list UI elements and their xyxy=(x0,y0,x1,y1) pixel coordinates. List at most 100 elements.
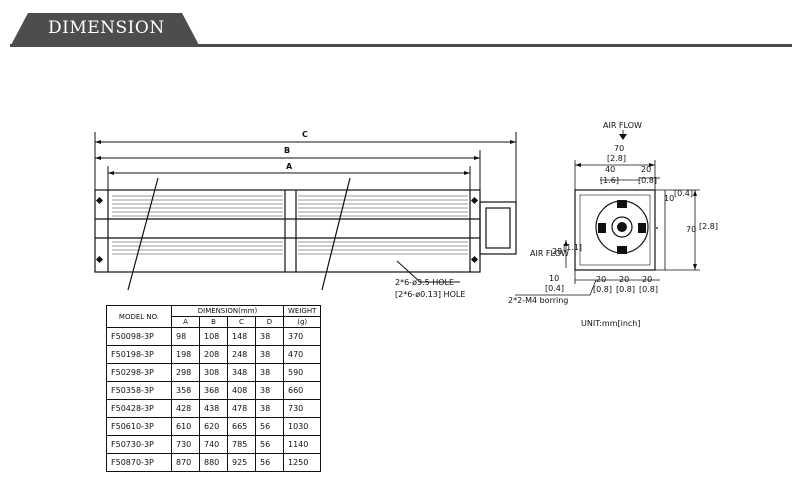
dim-a-label: A xyxy=(286,162,293,171)
cell-d: 38 xyxy=(255,381,284,400)
left-28-mm: 28 xyxy=(552,247,563,256)
height-in: [2.8] xyxy=(699,222,718,231)
header-rule xyxy=(10,44,792,47)
cell-b: 438 xyxy=(199,399,228,418)
bottom-10-mm: 10 xyxy=(549,274,560,283)
cell-c: 348 xyxy=(227,363,256,382)
cell-b: 740 xyxy=(199,435,228,454)
left-28-in: [1.1] xyxy=(563,243,582,252)
cell-a: 730 xyxy=(171,435,200,454)
cell-weight: 1030 xyxy=(282,417,322,436)
weight-header: WEIGHT xyxy=(282,305,322,317)
top-40-in: [1.6] xyxy=(600,176,619,185)
cell-b: 620 xyxy=(199,417,228,436)
cell-weight: 470 xyxy=(282,345,322,364)
boring-note: 2*2-M4 borring xyxy=(508,296,569,305)
cell-a: 428 xyxy=(171,399,200,418)
cell-weight: 370 xyxy=(282,327,322,346)
cell-c: 408 xyxy=(227,381,256,400)
cell-d: 56 xyxy=(255,417,284,436)
cell-b: 880 xyxy=(199,453,228,472)
unit-note: UNIT:mm[inch] xyxy=(581,319,641,328)
cell-weight: 660 xyxy=(282,381,322,400)
cell-d: 56 xyxy=(255,453,284,472)
top-20-mm: 20 xyxy=(641,165,652,174)
weight-unit: (g) xyxy=(282,316,322,328)
table-row: F50098-3P 98 108 148 38 370 xyxy=(106,327,322,346)
header-tab xyxy=(10,13,200,47)
height-mm: 70 xyxy=(686,225,697,234)
cell-d: 56 xyxy=(255,435,284,454)
table-row: F50870-3P 870 880 925 56 1250 xyxy=(106,453,322,472)
cell-model: F50870-3P xyxy=(106,453,172,472)
cell-a: 870 xyxy=(171,453,200,472)
col-a-header: A xyxy=(171,316,200,328)
cell-model: F50358-3P xyxy=(106,381,172,400)
col-d-header: D xyxy=(255,316,284,328)
bottom-dim-2-mm: 20 xyxy=(619,275,630,284)
cell-model: F50198-3P xyxy=(106,345,172,364)
cell-b: 108 xyxy=(199,327,228,346)
top-20-in: [0.8] xyxy=(638,176,657,185)
hole-note-inch: [2*6-ø0.13] HOLE xyxy=(395,290,466,299)
table-row: F50610-3P 610 620 665 56 1030 xyxy=(106,417,322,436)
cell-b: 308 xyxy=(199,363,228,382)
right-10-mm: 10 xyxy=(664,194,675,203)
table-header-row: MODEL NO. DIMENSION(mm) WEIGHT xyxy=(106,305,322,328)
cell-model: F50098-3P xyxy=(106,327,172,346)
table-subheader-row: A B C D (g) xyxy=(107,316,322,328)
cell-model: F50730-3P xyxy=(106,435,172,454)
table-row: F50298-3P 298 308 348 38 590 xyxy=(106,363,322,382)
width-mm: 70 xyxy=(614,144,625,153)
cell-weight: 730 xyxy=(282,399,322,418)
bottom-10-in: [0.4] xyxy=(545,284,564,293)
cell-c: 248 xyxy=(227,345,256,364)
cell-a: 610 xyxy=(171,417,200,436)
right-10-in: [0.4] xyxy=(674,189,693,198)
cell-a: 98 xyxy=(171,327,200,346)
airflow-top-label: AIR FLOW xyxy=(603,121,642,130)
dimension-header: DIMENSION(mm) xyxy=(171,305,284,317)
cell-d: 38 xyxy=(255,363,284,382)
cell-a: 198 xyxy=(171,345,200,364)
cell-model: F50428-3P xyxy=(106,399,172,418)
cell-c: 785 xyxy=(227,435,256,454)
table-row: F50428-3P 428 438 478 38 730 xyxy=(106,399,322,418)
cell-a: 358 xyxy=(171,381,200,400)
table-row: F50198-3P 198 208 248 38 470 xyxy=(106,345,322,364)
cell-b: 368 xyxy=(199,381,228,400)
dimension-table: MODEL NO. DIMENSION(mm) WEIGHT A B C D (… xyxy=(106,305,322,472)
cell-c: 925 xyxy=(227,453,256,472)
bottom-dim-3-in: [0.8] xyxy=(639,285,658,294)
dim-b-label: B xyxy=(284,146,291,155)
bottom-dim-1-mm: 20 xyxy=(596,275,607,284)
cell-d: 38 xyxy=(255,399,284,418)
dim-c-label: C xyxy=(302,130,308,139)
bottom-dim-3-mm: 20 xyxy=(642,275,653,284)
col-b-header: B xyxy=(199,316,228,328)
top-40-mm: 40 xyxy=(605,165,616,174)
cell-a: 298 xyxy=(171,363,200,382)
bottom-dim-1-in: [0.8] xyxy=(593,285,612,294)
cell-model: F50298-3P xyxy=(106,363,172,382)
cell-c: 148 xyxy=(227,327,256,346)
table-row: F50358-3P 358 368 408 38 660 xyxy=(106,381,322,400)
table-row: F50730-3P 730 740 785 56 1140 xyxy=(106,435,322,454)
cell-b: 208 xyxy=(199,345,228,364)
cell-weight: 1250 xyxy=(282,453,322,472)
bottom-dim-2-in: [0.8] xyxy=(616,285,635,294)
cell-d: 38 xyxy=(255,327,284,346)
cell-weight: 590 xyxy=(282,363,322,382)
airflow-left-label: AIR FLOW xyxy=(530,249,569,258)
width-in: [2.8] xyxy=(607,154,626,163)
section-title: DIMENSION xyxy=(48,18,165,38)
cell-c: 478 xyxy=(227,399,256,418)
col-c-header: C xyxy=(227,316,256,328)
model-header: MODEL NO. xyxy=(106,305,172,328)
hole-note: 2*6-ø3.5 HOLE xyxy=(395,278,455,287)
cell-model: F50610-3P xyxy=(106,417,172,436)
cell-d: 38 xyxy=(255,345,284,364)
cell-c: 665 xyxy=(227,417,256,436)
cell-weight: 1140 xyxy=(282,435,322,454)
